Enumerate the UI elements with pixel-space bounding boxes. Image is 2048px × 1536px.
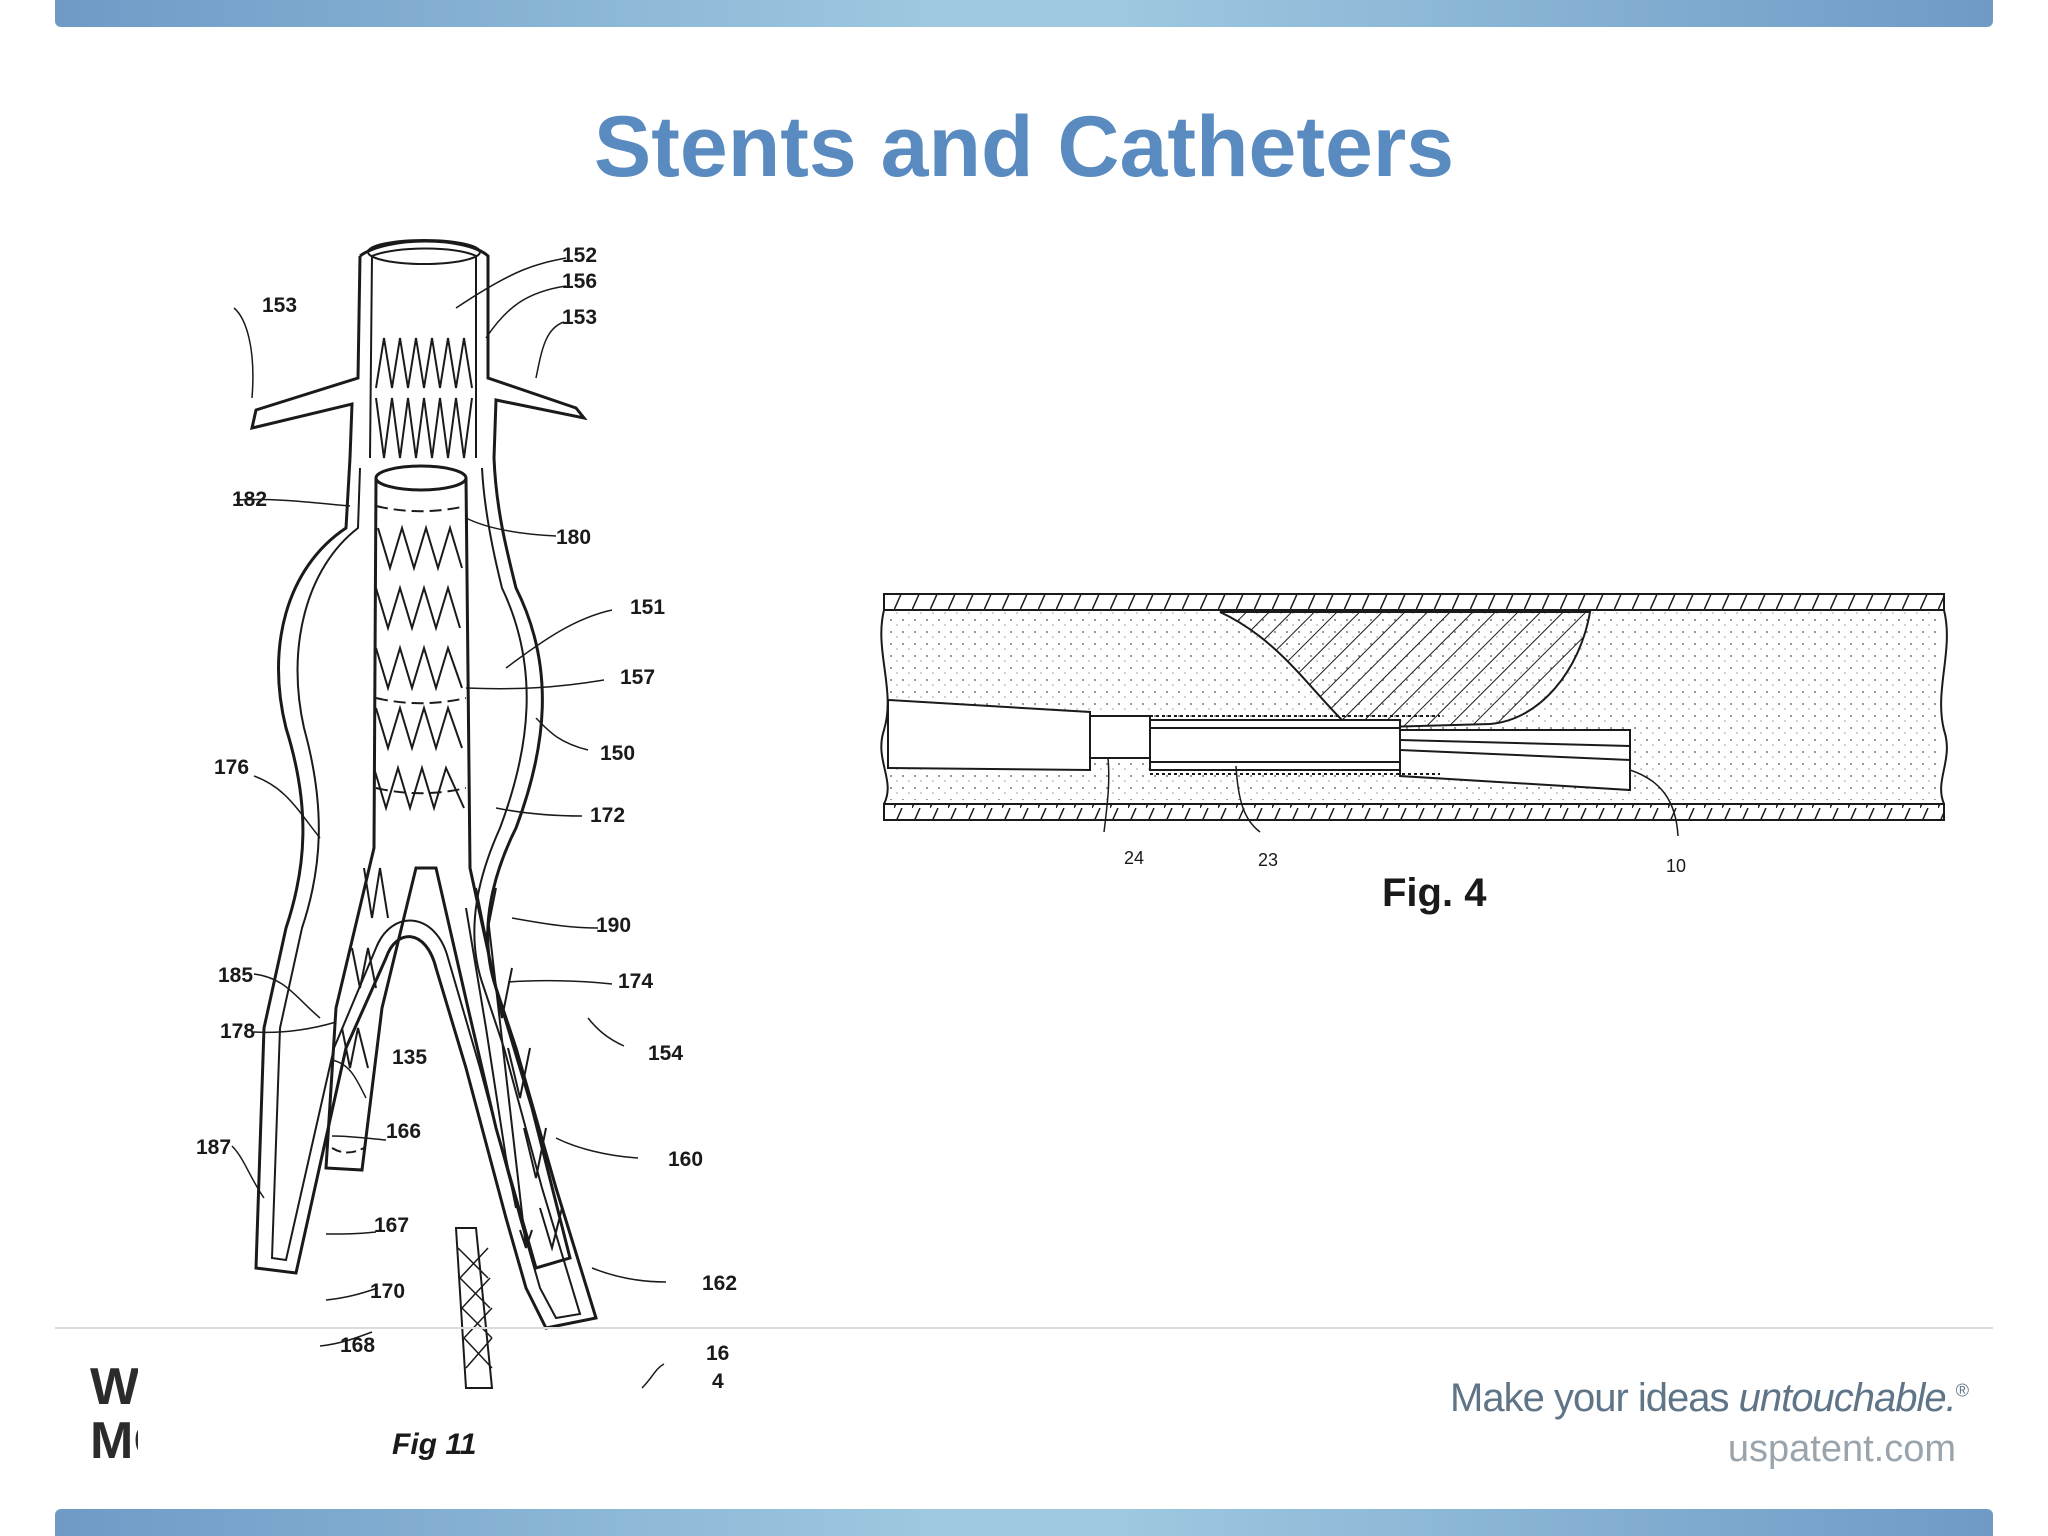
label-170: 170 bbox=[370, 1280, 405, 1303]
figure-11-panel: 152 156 153 153 182 180 151 157 150 176 … bbox=[136, 228, 806, 1476]
label-174: 174 bbox=[618, 970, 653, 993]
tagline-emphasis: untouchable. bbox=[1738, 1376, 1957, 1420]
label-172: 172 bbox=[590, 804, 625, 827]
figure-11-drawing: 152 156 153 153 182 180 151 157 150 176 … bbox=[196, 239, 737, 1461]
label-182: 182 bbox=[232, 488, 267, 511]
logo-line-1: WI bbox=[90, 1360, 138, 1416]
website-url: uspatent.com bbox=[1727, 1428, 1956, 1470]
vessel-outline-right-upper bbox=[359, 239, 588, 459]
label-166: 166 bbox=[386, 1120, 421, 1143]
label-167: 167 bbox=[374, 1214, 409, 1237]
label-168: 168 bbox=[340, 1334, 375, 1357]
logo-line-2: MO bbox=[90, 1412, 138, 1468]
tagline-text: Make your ideas bbox=[1450, 1376, 1739, 1420]
label-152: 152 bbox=[562, 244, 597, 267]
label-153-left: 153 bbox=[262, 294, 297, 317]
label-10: 10 bbox=[1666, 856, 1686, 876]
figure-11-caption: Fig 11 bbox=[392, 1428, 476, 1461]
label-23: 23 bbox=[1258, 850, 1278, 870]
label-4: 4 bbox=[712, 1370, 724, 1393]
label-16: 16 bbox=[706, 1342, 729, 1365]
label-180: 180 bbox=[556, 526, 591, 549]
label-176: 176 bbox=[214, 756, 249, 779]
label-160: 160 bbox=[668, 1148, 703, 1171]
label-187: 187 bbox=[196, 1136, 231, 1159]
label-185: 185 bbox=[218, 964, 253, 987]
slide-title: Stents and Catheters bbox=[593, 99, 1455, 195]
top-accent-bar bbox=[55, 0, 1993, 27]
figure-4-panel: 24 23 10 Fig. 4 bbox=[840, 520, 1970, 940]
footer-divider bbox=[55, 1327, 1993, 1329]
figure-4-drawing: 24 23 10 Fig. 4 bbox=[880, 593, 1948, 915]
label-153-right: 153 bbox=[562, 306, 597, 329]
label-156: 156 bbox=[562, 270, 597, 293]
aneurysm-vessel-outline bbox=[254, 457, 598, 1330]
label-135: 135 bbox=[392, 1046, 427, 1069]
stent-graft-body bbox=[324, 477, 572, 1270]
bottom-accent-bar bbox=[55, 1509, 1993, 1536]
registered-mark: ® bbox=[1955, 1380, 1969, 1401]
label-178: 178 bbox=[220, 1020, 255, 1043]
figure-4-caption: Fig. 4 bbox=[1382, 871, 1487, 915]
label-150: 150 bbox=[600, 742, 635, 765]
label-154: 154 bbox=[648, 1042, 683, 1065]
label-157: 157 bbox=[620, 666, 655, 689]
label-151: 151 bbox=[630, 596, 665, 619]
label-190: 190 bbox=[596, 914, 631, 937]
vessel-outline-left-upper bbox=[250, 255, 362, 459]
label-24: 24 bbox=[1124, 848, 1144, 868]
company-logo-partial: WI MO bbox=[90, 1360, 138, 1468]
label-162: 162 bbox=[702, 1272, 737, 1295]
tagline: Make your ideas untouchable.® bbox=[1450, 1376, 1969, 1421]
